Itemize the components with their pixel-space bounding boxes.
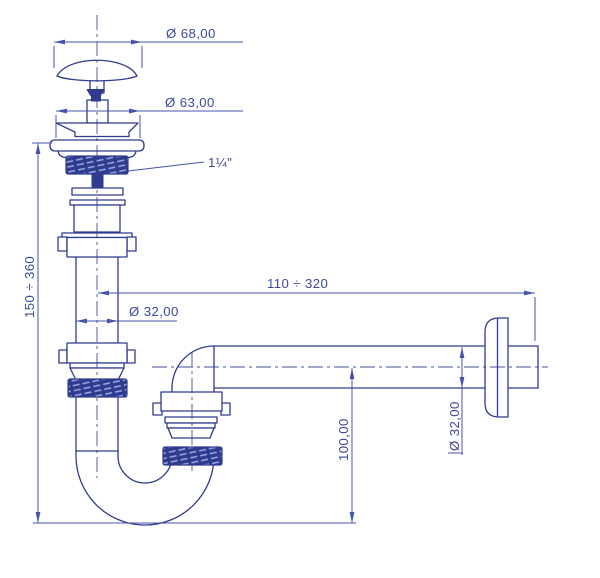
arrowhead-right-icon — [131, 39, 142, 45]
threaded-section-inlet — [67, 378, 128, 398]
dimension-text-cap-diameter: Ø 68,00 — [166, 26, 216, 41]
washer — [71, 187, 124, 196]
outlet-elbow-and-pipe — [171, 345, 539, 393]
arrowhead-down-icon — [35, 512, 41, 523]
arrowhead-right-icon — [107, 318, 118, 324]
arrowhead-up-icon — [459, 347, 465, 358]
dimension-text-height-range: 150 ÷ 360 — [22, 256, 37, 318]
dimension-cap-diameter: Ø 68,00 — [53, 26, 243, 68]
dimension-text-thread-size: 1¼" — [208, 155, 232, 170]
dimension-vertical-tube-diameter: Ø 32,00 — [76, 304, 179, 324]
dimension-text-horizontal-tube-diameter: Ø 32,00 — [447, 401, 462, 451]
arrowhead-left-icon — [54, 39, 65, 45]
lock-nut — [69, 199, 126, 233]
dimension-trap-depth: 100,00 — [336, 368, 355, 523]
dimension-text-flange-diameter: Ø 63,00 — [165, 95, 215, 110]
dimension-horizontal-tube-diameter: Ø 32,00 — [447, 347, 465, 455]
coupling-ear-left — [57, 236, 68, 252]
arrowhead-up-icon — [35, 143, 41, 154]
dimension-reach-range: 110 ÷ 320 — [98, 276, 536, 341]
wall-flange-rosette — [484, 317, 509, 418]
dimension-thread-size-leader: 1¼" — [127, 155, 232, 172]
coupling-ear-left — [58, 349, 68, 364]
cap-screw — [86, 89, 105, 102]
dimension-text-reach-range: 110 ÷ 320 — [267, 276, 328, 291]
arrowhead-right-icon — [129, 108, 140, 114]
arrowhead-down-icon — [459, 377, 465, 388]
threaded-section-drain — [65, 155, 129, 175]
coupling-cone — [167, 427, 215, 439]
dimension-text-trap-depth: 100,00 — [336, 418, 351, 461]
coupling-ear-right — [126, 236, 137, 252]
arrowhead-left-icon — [98, 290, 109, 296]
connecting-screw — [91, 172, 104, 188]
threaded-section-outlet — [162, 446, 223, 466]
arrowhead-right-icon — [524, 290, 535, 296]
coupling-ear-right — [126, 349, 136, 364]
fasteners-and-threads — [65, 89, 223, 466]
coupling-ring — [166, 422, 216, 429]
arrowhead-down-icon — [349, 512, 355, 523]
dimension-height-range: 150 ÷ 360 — [22, 142, 52, 523]
arrowhead-up-icon — [349, 368, 355, 379]
arrowhead-left-icon — [76, 318, 87, 324]
vertical-tube — [75, 256, 119, 344]
outlet-coupling — [152, 391, 231, 439]
coupling-body — [160, 391, 223, 412]
dimension-text-vertical-tube-diameter: Ø 32,00 — [129, 304, 179, 319]
dimension-flange-diameter: Ø 63,00 — [55, 95, 243, 138]
lock-nut-flange — [69, 199, 126, 206]
coupling-ring — [164, 416, 218, 424]
arrowhead-left-icon — [56, 108, 67, 114]
